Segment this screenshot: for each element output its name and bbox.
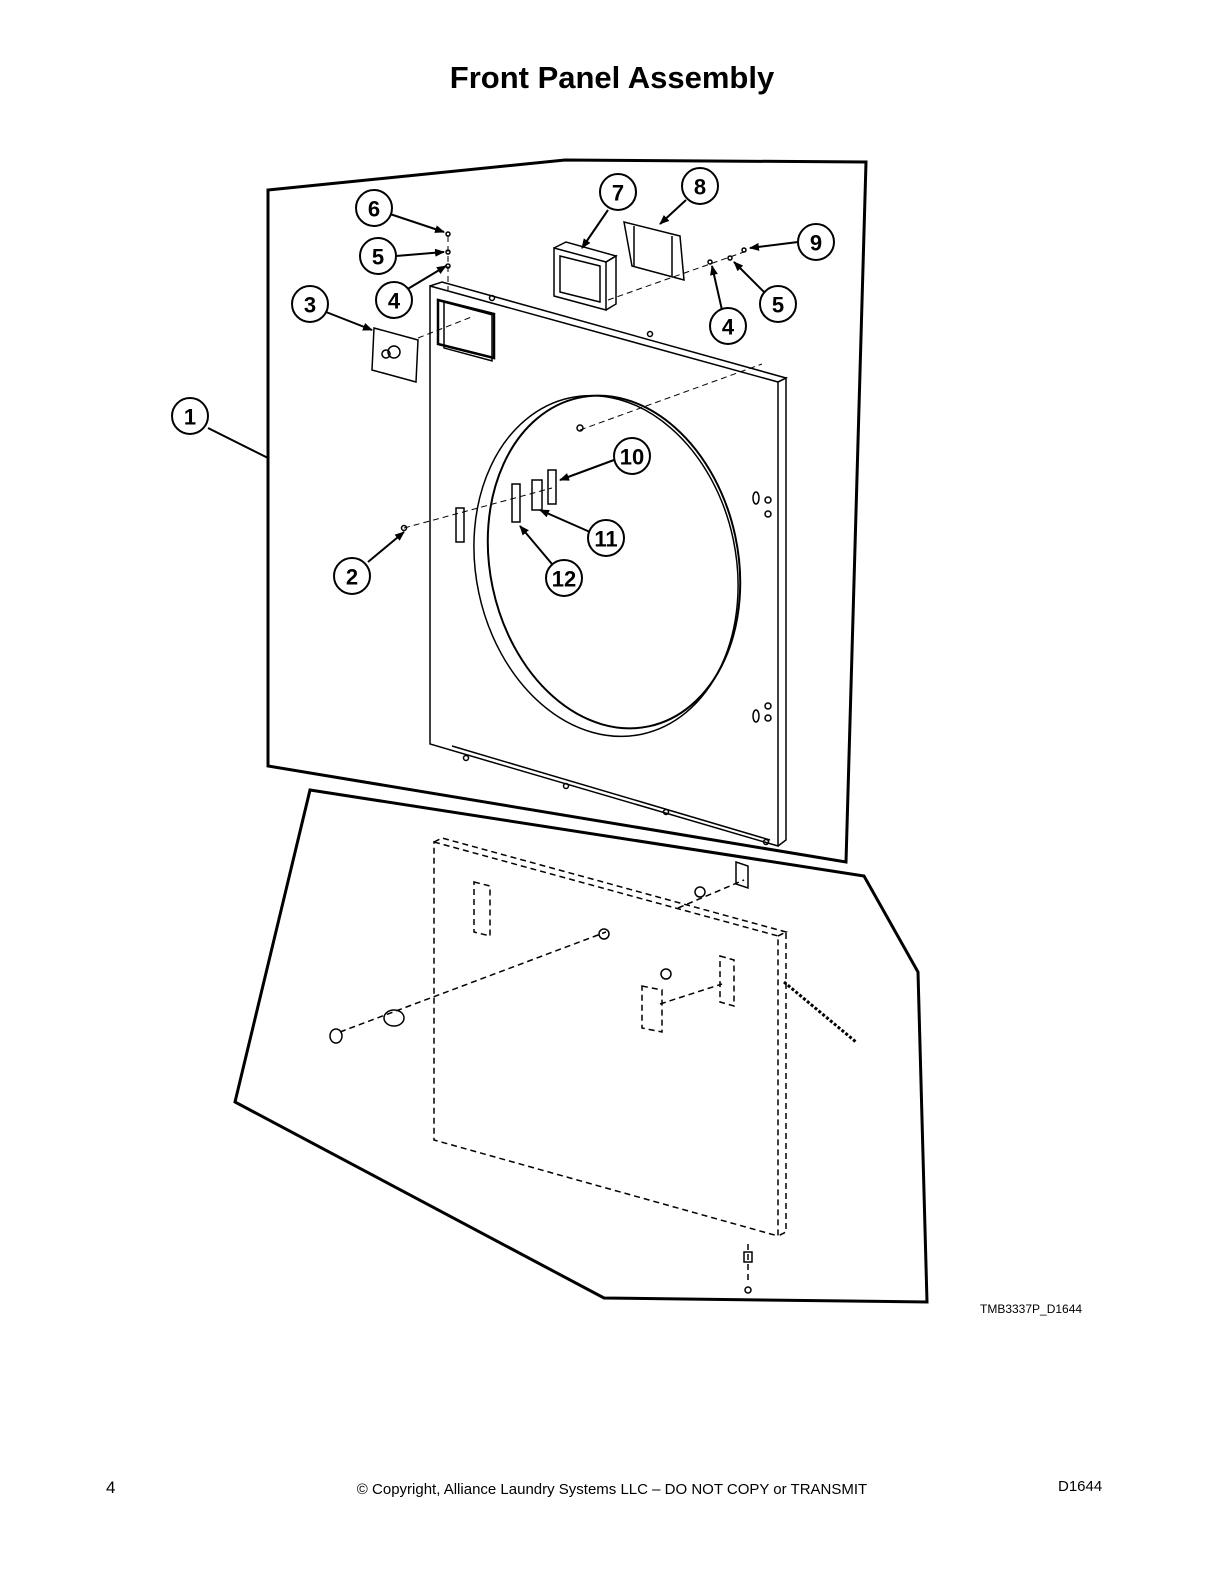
- page-number: 4: [106, 1478, 116, 1497]
- callout-12: 12: [552, 567, 576, 592]
- callout-12-bubble: [545, 559, 583, 597]
- callout-1: 1: [184, 405, 196, 430]
- callout-2-bubble: [333, 557, 371, 595]
- callout-4b-bubble: [709, 307, 747, 345]
- callout-3: 3: [304, 293, 316, 318]
- door-panel: [339, 837, 789, 1282]
- callout-8-bubble: [681, 167, 719, 205]
- callout-9-bubble: [797, 223, 835, 261]
- document-id: D1644: [1058, 1478, 1103, 1495]
- callout-2: 2: [346, 565, 358, 590]
- callout-10-bubble: [613, 437, 651, 475]
- upper-assembly-boundary: [266, 158, 868, 864]
- callout-11: 11: [594, 527, 617, 552]
- callout-11-bubble: [587, 519, 625, 557]
- callout-1-bubble: [171, 397, 209, 435]
- callout-5b-bubble: [759, 285, 797, 323]
- callout-6: 6: [368, 197, 380, 222]
- front-panel: [429, 281, 789, 848]
- parts-upper: [371, 220, 747, 532]
- copyright-notice: © Copyright, Alliance Laundry Systems LL…: [356, 1481, 868, 1498]
- leader-lines: [207, 199, 799, 565]
- callout-7-bubble: [599, 173, 637, 211]
- callout-9: 9: [810, 231, 822, 256]
- lower-assembly-boundary: [233, 788, 929, 1304]
- callout-6-bubble: [355, 189, 393, 227]
- callout-8: 8: [694, 175, 706, 200]
- callout-4: 4: [388, 289, 401, 314]
- drawing-reference: TMB3337P_D1644: [980, 1302, 1083, 1316]
- page-title: Front Panel Assembly: [449, 60, 775, 95]
- assembly-lines-upper: [403, 236, 763, 529]
- callout-4b: 4: [722, 315, 735, 340]
- callout-10: 10: [620, 445, 644, 470]
- callout-4-bubble: [375, 281, 413, 319]
- door-hardware: [329, 860, 857, 1294]
- callout-7: 7: [612, 181, 624, 206]
- callout-5b: 5: [772, 293, 784, 318]
- callout-bubbles: [171, 167, 835, 597]
- door-opening: [486, 394, 742, 730]
- callout-5: 5: [372, 245, 384, 270]
- callout-3-bubble: [291, 285, 329, 323]
- callout-5-bubble: [359, 237, 397, 275]
